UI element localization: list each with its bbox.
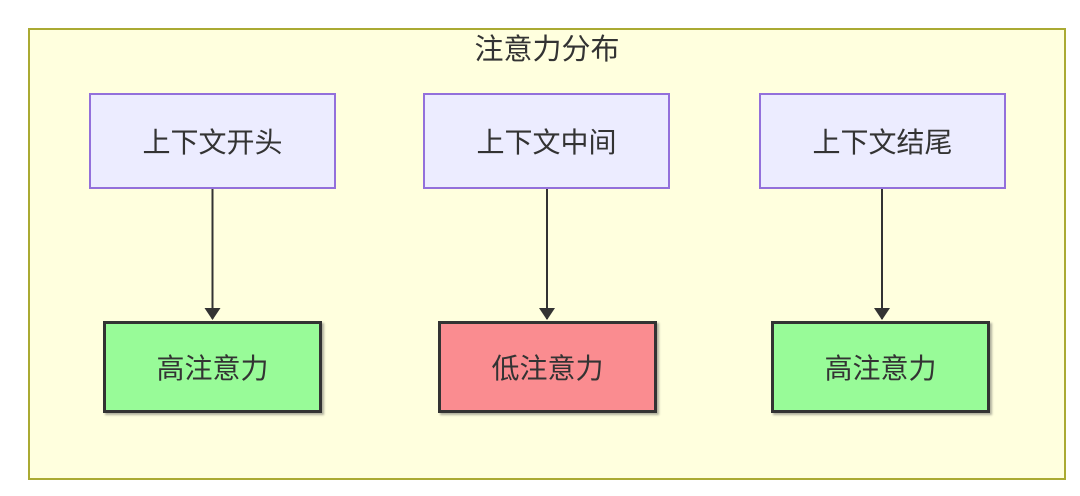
node-label: 上下文结尾 xyxy=(812,127,953,158)
node-context-end: 上下文结尾 xyxy=(759,93,1006,189)
node-label: 上下文中间 xyxy=(476,127,617,158)
node-context-start: 上下文开头 xyxy=(89,93,336,189)
node-label: 上下文开头 xyxy=(142,127,283,158)
node-high-attention-left: 高注意力 xyxy=(103,321,322,413)
cluster-attention-distribution: 注意力分布 上下文开头 上下文中间 上下文结尾 高注意力 低注意力 xyxy=(28,28,1066,480)
cluster-title: 注意力分布 xyxy=(474,34,620,66)
node-label: 高注意力 xyxy=(824,353,937,384)
node-context-middle: 上下文中间 xyxy=(423,93,670,189)
node-low-attention: 低注意力 xyxy=(438,321,657,413)
node-high-attention-right: 高注意力 xyxy=(771,321,990,413)
node-label: 高注意力 xyxy=(156,353,269,384)
node-label: 低注意力 xyxy=(491,353,604,384)
